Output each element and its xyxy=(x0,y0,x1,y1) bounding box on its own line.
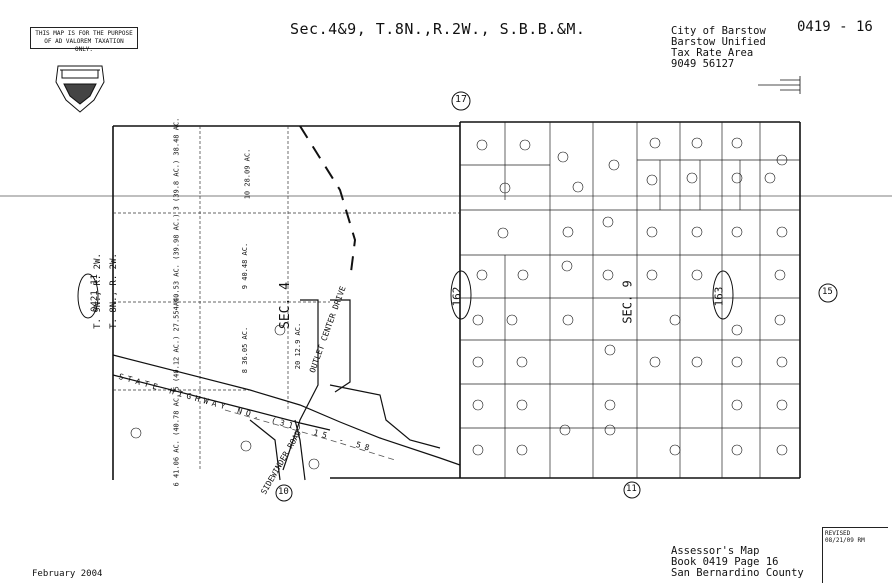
tax-rate-block: City of Barstow Barstow Unified Tax Rate… xyxy=(671,26,766,70)
parcel-9: 9 40.48 AC. xyxy=(241,242,250,290)
adjacent-right-label: 15 xyxy=(822,287,833,297)
page-162-label: 162 xyxy=(450,286,464,307)
tax-rate-label: Tax Rate Area xyxy=(671,47,754,59)
map-number: 0419 - 16 xyxy=(797,19,873,35)
book-page-block: Assessor's Map Book 0419 Page 16 San Ber… xyxy=(671,546,804,579)
county-label: San Bernardino County xyxy=(671,567,804,579)
parcel-8: 8 36.05 AC. xyxy=(241,326,250,374)
parcel-10: 10 28.09 AC. xyxy=(243,148,252,200)
district-line: Barstow Unified xyxy=(671,36,766,48)
adjacent-page-right-icon xyxy=(818,283,838,303)
disclaimer-text: THIS MAP IS FOR THE PURPOSE OF AD VALORE… xyxy=(35,30,133,53)
revised-label: REVISED xyxy=(825,530,851,537)
revised-box: REVISED 08/21/09 RM xyxy=(822,527,888,583)
adjacent-page-left-icon xyxy=(77,273,99,319)
page-162-icon xyxy=(450,270,472,320)
page-163-icon xyxy=(712,270,734,320)
parcel-5: 5 (40.12 AC.) 27.55 AC. xyxy=(172,293,181,391)
tax-rate-numbers: 9049 56127 xyxy=(671,58,735,70)
section-4-label: SEC. 4 xyxy=(277,282,293,329)
disclaimer-box: THIS MAP IS FOR THE PURPOSE OF AD VALORE… xyxy=(30,27,138,53)
book-page-label: Book 0419 Page 16 xyxy=(671,556,779,568)
revised-date: 08/21/09 RM xyxy=(825,537,865,544)
parcel-markers xyxy=(130,137,788,470)
page-163-label: 163 xyxy=(712,286,726,307)
map-date: February 2004 xyxy=(32,569,103,579)
adjacent-bottomleft-label: 10 xyxy=(278,487,289,497)
parcel-20: 20 12.9 AC. xyxy=(294,322,303,370)
map-title: Sec.4&9, T.8N.,R.2W., S.B.B.&M. xyxy=(290,20,586,38)
county-seal-icon xyxy=(55,65,105,113)
parcel-6: 6 41.06 AC. (40.78 AC.) xyxy=(172,389,181,487)
scale-north-icon xyxy=(758,76,801,94)
assessor-map-label: Assessor's Map xyxy=(671,545,760,557)
adjacent-page-bottom-icon xyxy=(623,481,641,499)
adjacent-page-bottomleft-icon xyxy=(275,484,293,502)
township-9n-label: T. 9N., R. 2W. xyxy=(92,253,103,329)
adjacent-bottom-label: 11 xyxy=(626,484,637,494)
city-line: City of Barstow xyxy=(671,25,766,37)
adjacent-page-top-icon xyxy=(451,91,471,111)
adjacent-top-label: 17 xyxy=(455,94,468,105)
section-9-label: SEC. 9 xyxy=(620,280,635,324)
township-8n-label: T. 8N., R. 2W. xyxy=(108,253,119,329)
parcel-3: 3 (39.8 AC.) 38.48 AC. xyxy=(172,117,181,211)
